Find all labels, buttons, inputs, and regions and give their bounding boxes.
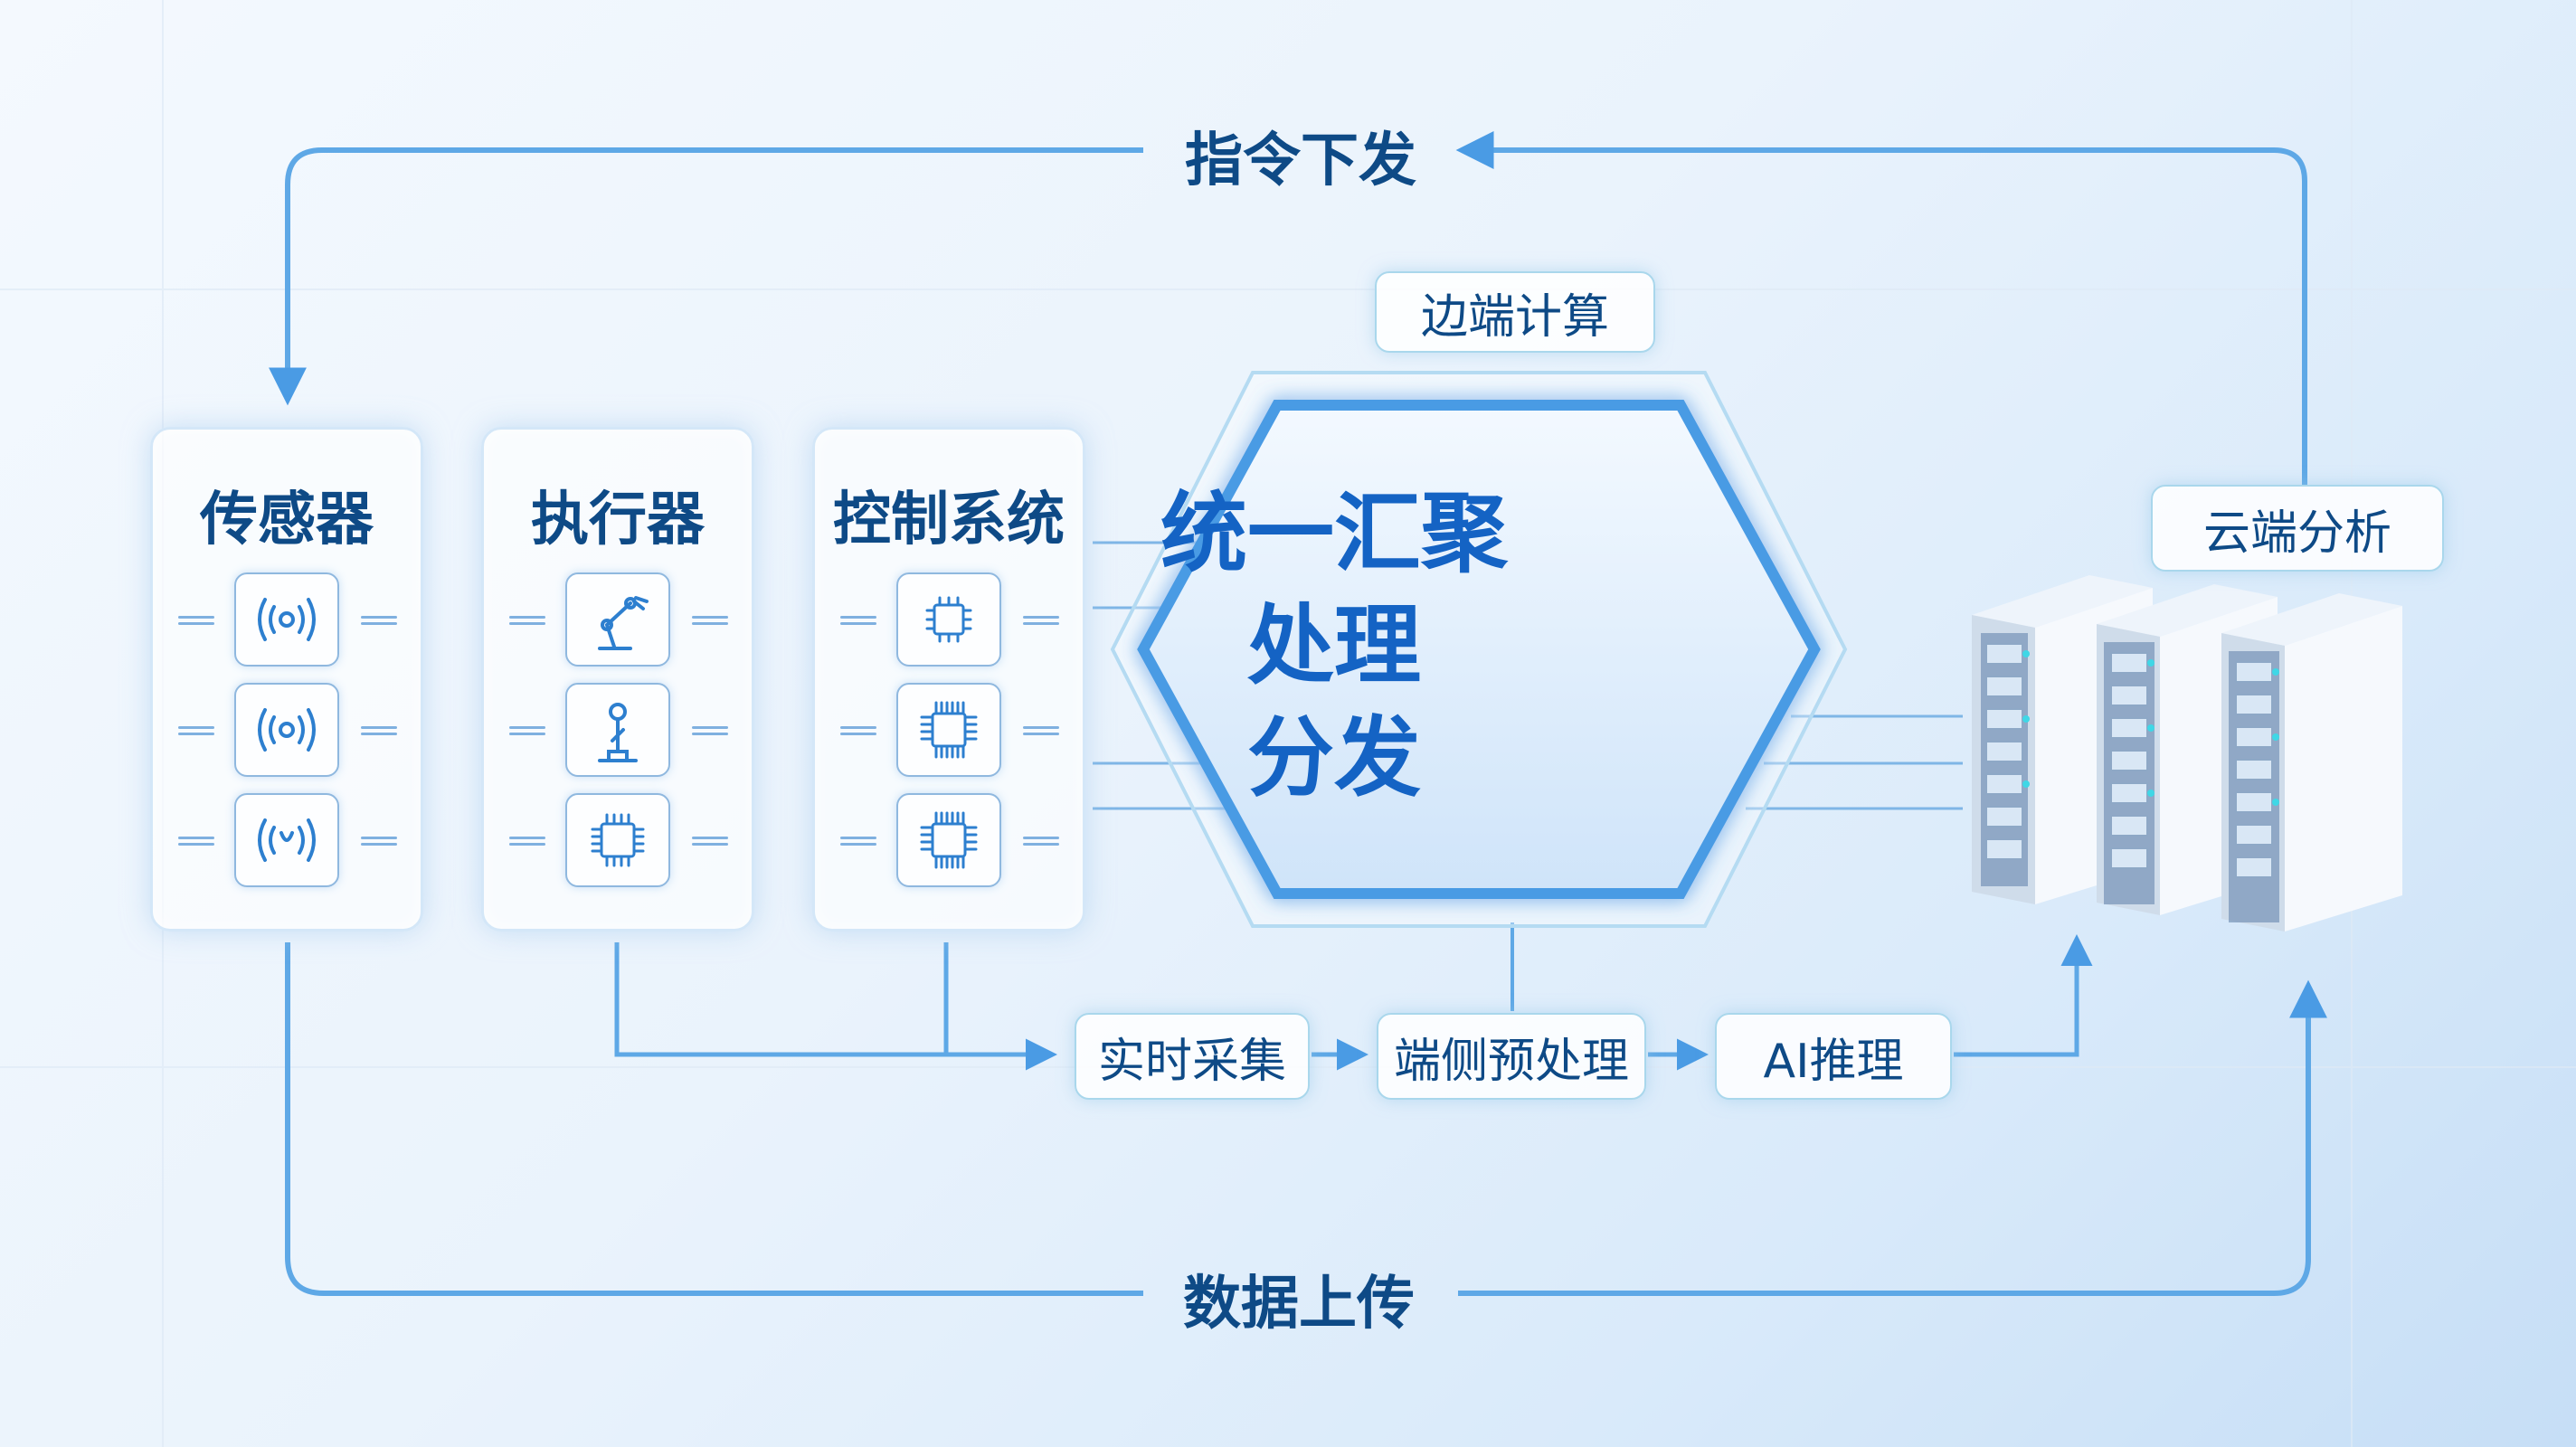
chip-icon (896, 793, 1001, 887)
data-upload-label: 数据上传 (1183, 1271, 1415, 1338)
edge-hub-text: 统一汇聚 处理 分发 (1153, 478, 1515, 814)
hub-line-process: 处理 (1247, 595, 1421, 696)
sensor-icon (234, 683, 339, 777)
upload-loop-line (285, 942, 1143, 1296)
sensor-icon (234, 793, 339, 887)
actuator-panel-title: 执行器 (531, 487, 705, 553)
control-system-panel: 控制系统 (812, 427, 1085, 932)
chip-icon (896, 572, 1001, 667)
pipeline-step-preprocess: 端侧预处理 (1377, 1013, 1646, 1100)
edge-computing-label: 边端计算 (1375, 271, 1655, 353)
sensor-icon (234, 572, 339, 667)
chip-icon (896, 683, 1001, 777)
chip-icon (565, 793, 670, 887)
pipeline-step-collect: 实时采集 (1075, 1013, 1310, 1100)
control-system-panel-title: 控制系统 (833, 487, 1065, 553)
command-dispatch-label: 指令下发 (1185, 128, 1416, 194)
pipeline-step-ai-inference: AI推理 (1715, 1013, 1952, 1100)
command-loop-line (1538, 147, 2307, 487)
cloud-analysis-label: 云端分析 (2151, 485, 2444, 572)
hub-line-aggregate: 统一汇聚 (1160, 483, 1508, 584)
robot-arm-icon (565, 572, 670, 667)
edge-hub-hexagon (1137, 400, 1821, 899)
server-rack-icon (1972, 575, 2402, 932)
hub-line-dispatch: 分发 (1247, 707, 1421, 809)
sensor-panel: 传感器 (150, 427, 423, 932)
sensor-panel-title: 传感器 (200, 487, 374, 553)
actuator-panel: 执行器 (481, 427, 754, 932)
robot-arm-icon (565, 683, 670, 777)
